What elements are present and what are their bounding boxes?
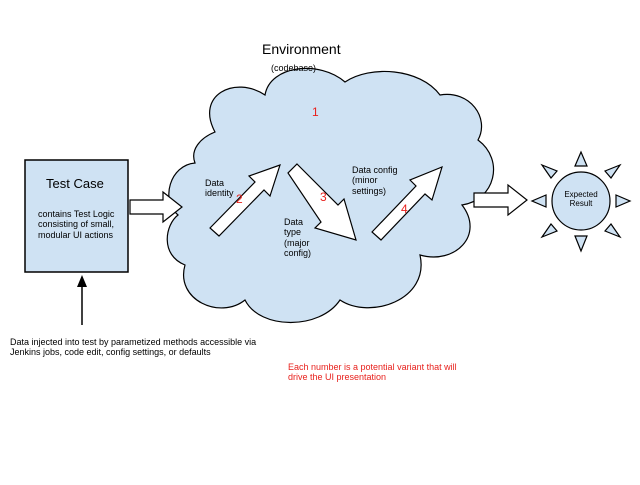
sun-ray-top-left xyxy=(540,163,559,179)
sun-ray-bottom-left xyxy=(540,223,559,239)
arrow-testcase-to-env xyxy=(129,190,183,224)
data-config-label: Data config (minor settings) xyxy=(352,165,398,196)
arrow-step-2 xyxy=(209,164,281,237)
sun-core xyxy=(551,171,611,231)
arrow-step-3 xyxy=(287,163,357,241)
arrow-env-to-result xyxy=(473,183,528,217)
environment-cloud xyxy=(166,67,495,324)
environment-subtitle: (codebase) xyxy=(271,63,317,73)
variant-number-3: 3 xyxy=(320,190,327,204)
sun-ray-left xyxy=(530,194,547,208)
injection-arrowhead xyxy=(77,275,87,287)
arrow-step-4 xyxy=(371,165,443,241)
variant-number-2: 2 xyxy=(236,192,243,206)
data-type-label: Data type (major config) xyxy=(284,217,312,259)
sun-ray-bottom xyxy=(574,235,588,253)
environment-title: Environment xyxy=(262,41,341,57)
data-identity-label: Data identity xyxy=(205,178,234,199)
sun-ray-bottom-right xyxy=(603,223,622,239)
expected-result-label: Expected Result xyxy=(564,190,598,209)
sun-ray-top xyxy=(574,150,588,167)
variant-note: Each number is a potential variant that … xyxy=(288,362,457,383)
variant-number-4: 4 xyxy=(401,202,408,216)
test-case-title: Test Case xyxy=(46,176,104,191)
test-case-box xyxy=(24,159,129,273)
sun-ray-top-right xyxy=(603,163,622,179)
sun-ray-right xyxy=(615,194,632,208)
injection-note: Data injected into test by parametized m… xyxy=(10,337,257,358)
test-case-description: contains Test Logic consisting of small,… xyxy=(38,209,115,240)
variant-number-1: 1 xyxy=(312,105,319,119)
expected-result-sun xyxy=(530,150,632,253)
